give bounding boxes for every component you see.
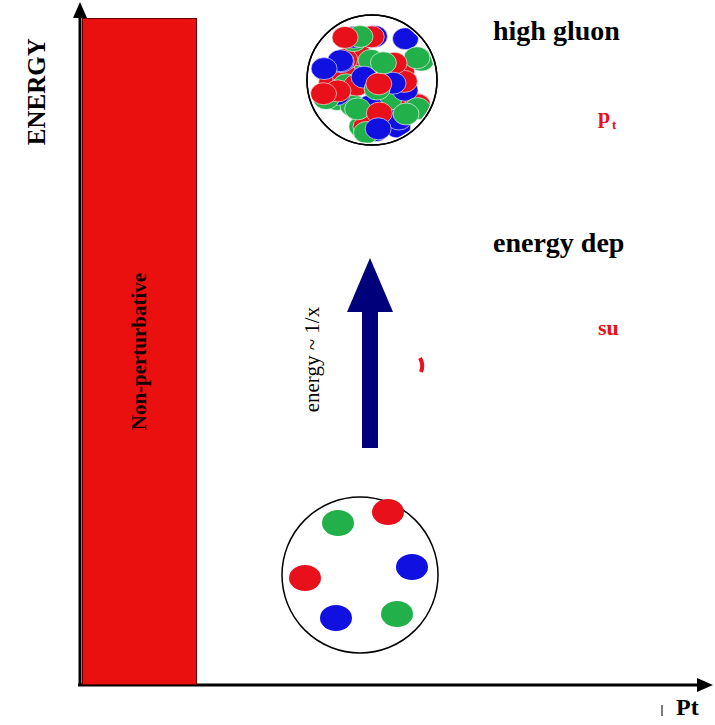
pt-subscript: t (612, 118, 616, 132)
heading-label: energy dep (493, 228, 624, 259)
red-mark (420, 358, 422, 372)
dense-hadron (307, 15, 437, 145)
y-axis-head (73, 2, 87, 18)
axis-tick (662, 705, 663, 716)
heading-label: high gluon (493, 16, 620, 47)
band-label: Non-perturbative (128, 273, 151, 430)
dilute-partons (289, 499, 428, 631)
dense-gluons (311, 25, 435, 143)
pt-label: p (598, 104, 610, 128)
note-label: su (598, 316, 619, 340)
dense-hadron-outline (307, 15, 437, 145)
arrow-head (347, 258, 393, 312)
non-perturbative-band: Non-perturbative (82, 18, 197, 685)
dilute-hadron (282, 497, 438, 653)
axis-title: ENERGY (22, 39, 50, 146)
x-axis-head (697, 678, 713, 692)
axis-title: Pt (676, 694, 699, 720)
arrow-label: energy ~ 1/x (301, 307, 324, 412)
arrow-shaft (362, 306, 378, 448)
